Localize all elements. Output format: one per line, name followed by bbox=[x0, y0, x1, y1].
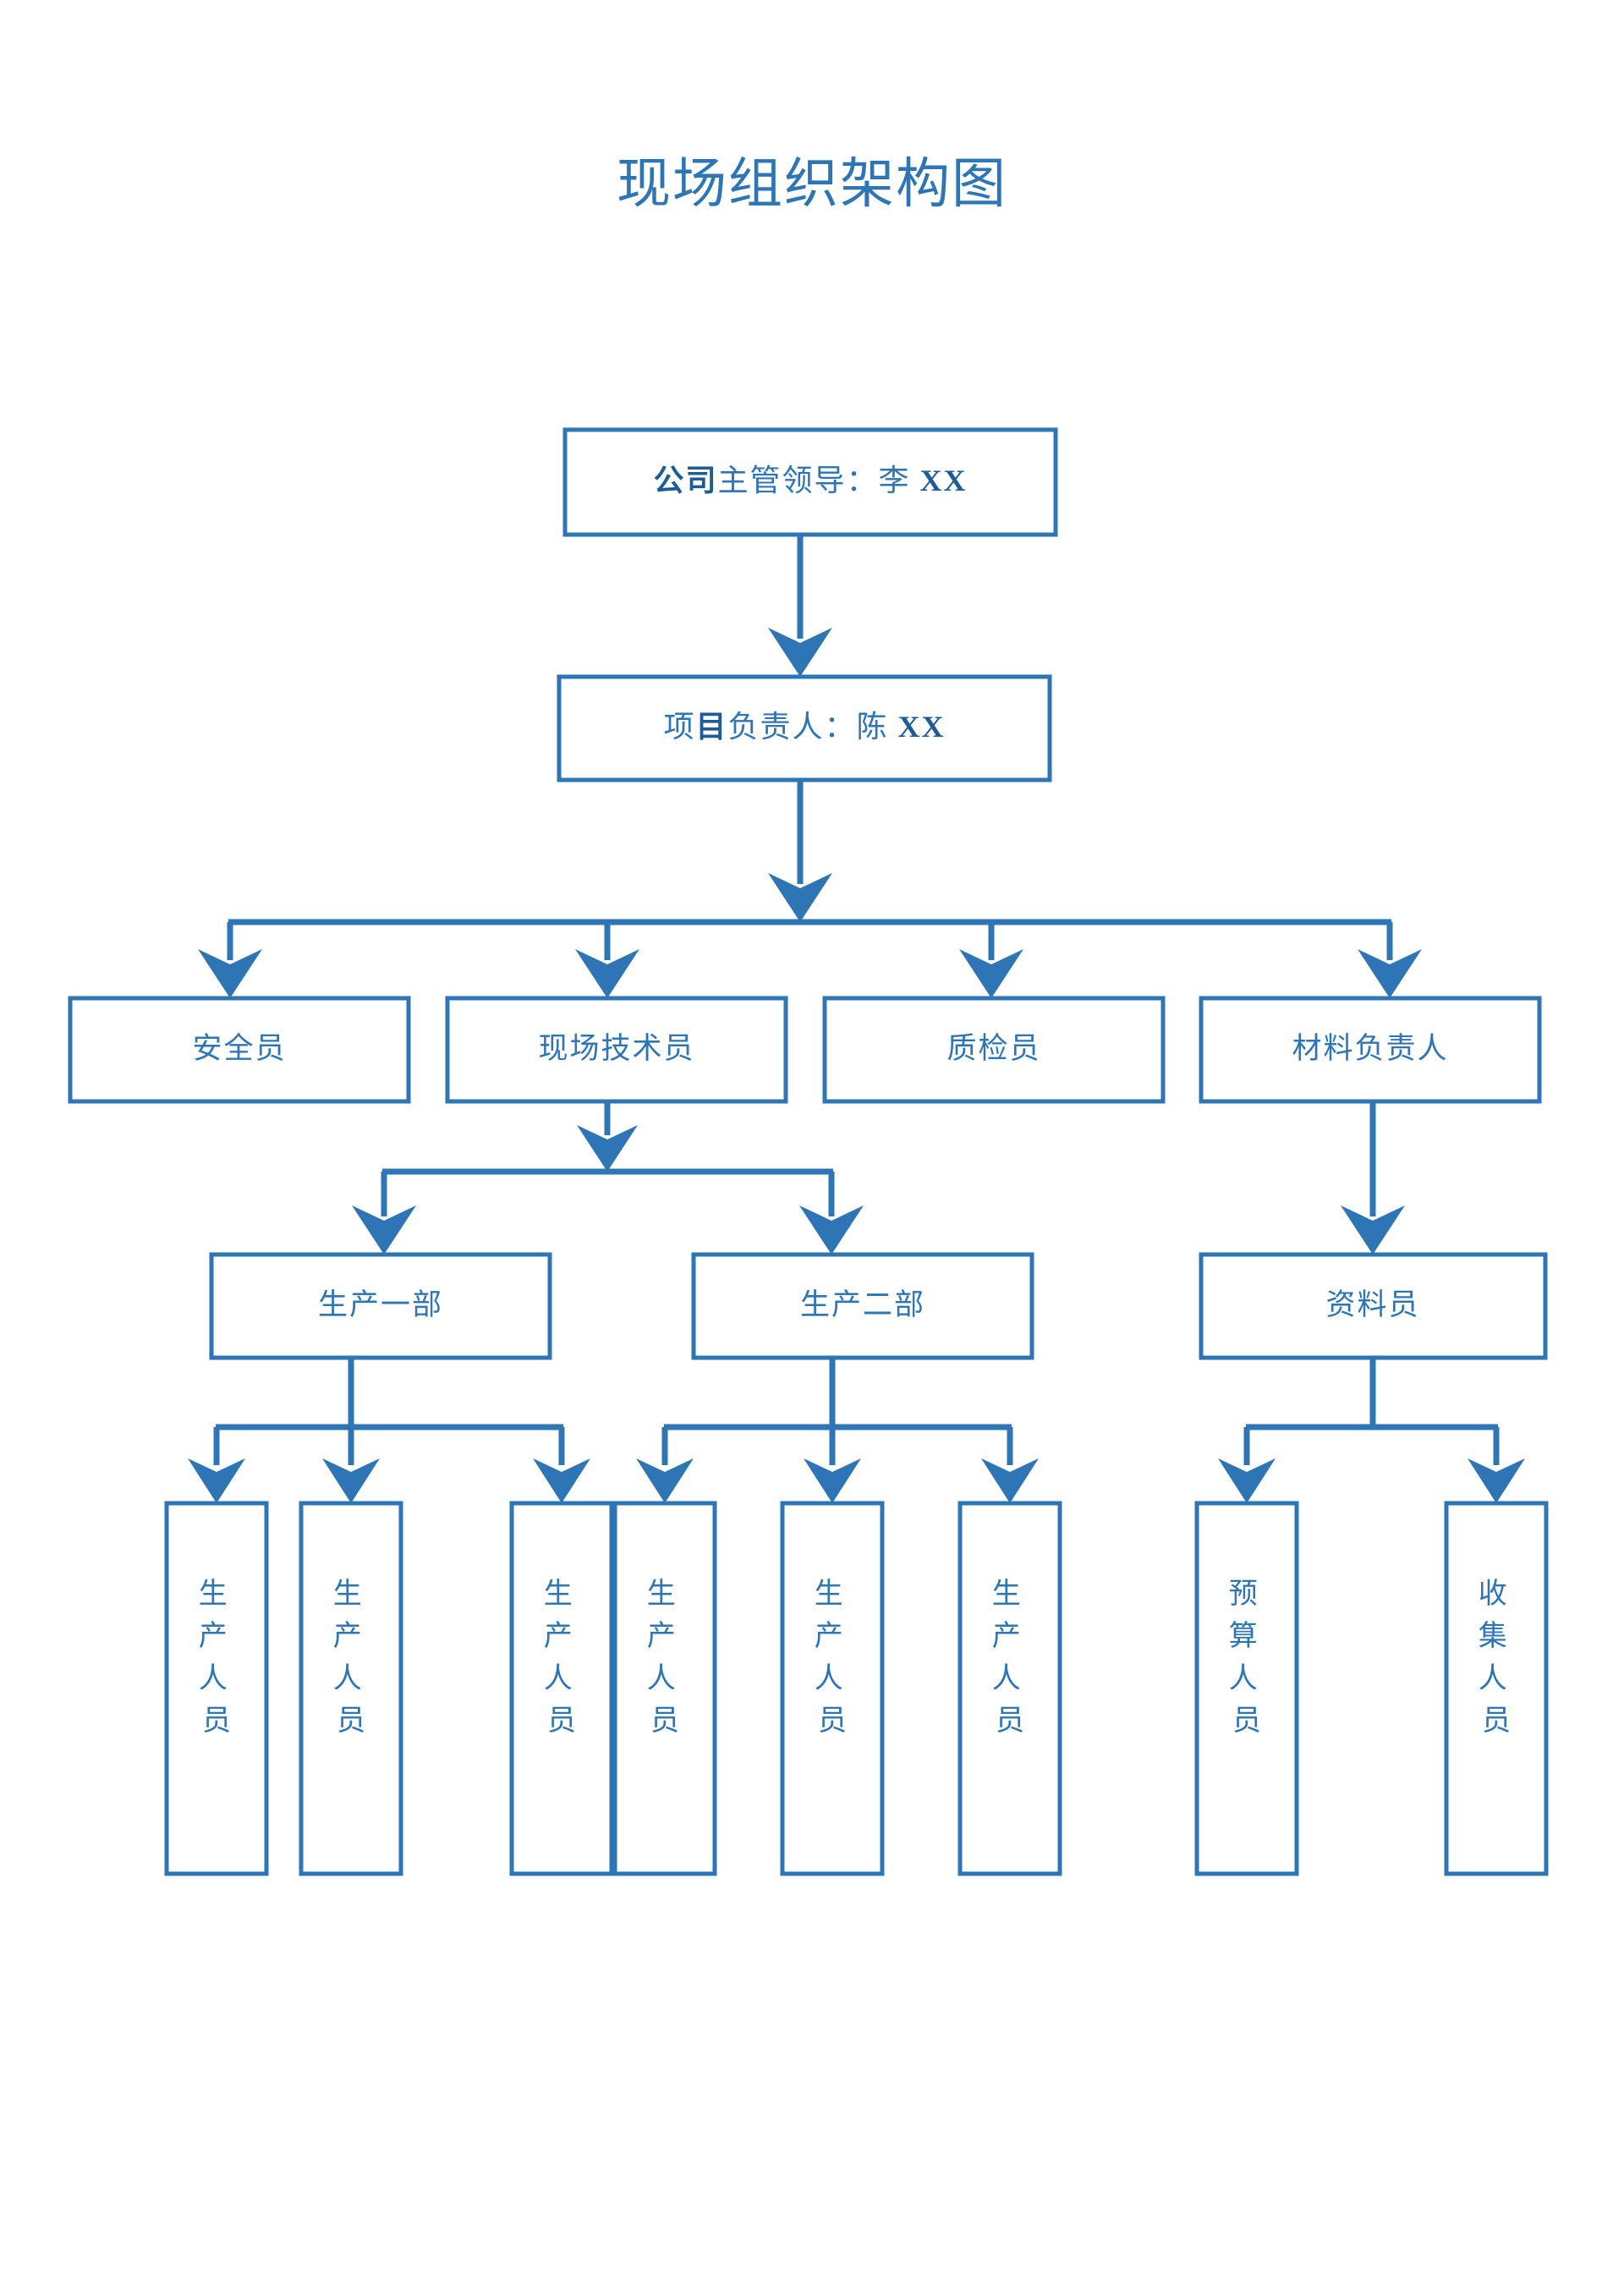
node-label: 现场技术员 bbox=[538, 1032, 694, 1065]
vertical-char: 算 bbox=[1229, 1620, 1258, 1652]
vertical-char: 收 bbox=[1479, 1578, 1507, 1610]
vertical-char: 人 bbox=[333, 1663, 362, 1694]
node-label-vertical: 收 集 人 员 bbox=[1479, 1578, 1515, 1737]
node-label-part: 主管领导：李 bbox=[718, 464, 920, 497]
node-site-technician[interactable]: 现场技术员 bbox=[445, 996, 788, 1104]
node-production-staff-3[interactable]: 生 产 人 员 bbox=[509, 1501, 614, 1876]
vertical-char: 生 bbox=[815, 1578, 843, 1610]
connector-n1-n2 bbox=[768, 535, 832, 677]
node-document-clerk[interactable]: 资料员 bbox=[1199, 1252, 1548, 1360]
node-safety-officer[interactable]: 安全员 bbox=[68, 996, 411, 1104]
node-company-leader[interactable]: 公司主管领导：李 XX bbox=[562, 427, 1058, 537]
vertical-char: 生 bbox=[992, 1578, 1021, 1610]
node-label: 生产一部 bbox=[318, 1288, 443, 1321]
vertical-char: 员 bbox=[1482, 1705, 1511, 1737]
node-label-part: XX bbox=[898, 710, 946, 744]
vertical-char: 预 bbox=[1229, 1578, 1258, 1610]
vertical-char: 产 bbox=[647, 1620, 676, 1652]
node-label-vertical: 生 产 人 员 bbox=[992, 1578, 1029, 1737]
svg-text:项目负责人：陈 XX: 项目负责人：陈 XX bbox=[663, 710, 945, 744]
vertical-char: 员 bbox=[547, 1705, 576, 1737]
node-label: 材料负责人 bbox=[1292, 1032, 1448, 1065]
vertical-char: 生 bbox=[544, 1578, 573, 1610]
connector-n8-leaves bbox=[636, 1358, 1039, 1503]
node-label-vertical: 生 产 人 员 bbox=[544, 1578, 580, 1737]
node-budget-staff[interactable]: 预 算 人 员 bbox=[1194, 1501, 1299, 1876]
vertical-char: 生 bbox=[647, 1578, 676, 1610]
vertical-char: 生 bbox=[333, 1578, 362, 1610]
vertical-char: 员 bbox=[202, 1705, 231, 1737]
vertical-char: 员 bbox=[818, 1705, 847, 1737]
vertical-char: 员 bbox=[337, 1705, 365, 1737]
node-label: 资料员 bbox=[1325, 1288, 1419, 1321]
vertical-char: 人 bbox=[1229, 1663, 1258, 1694]
vertical-char: 人 bbox=[1479, 1663, 1507, 1694]
node-label-part: 项 bbox=[663, 710, 695, 744]
vertical-char: 产 bbox=[992, 1620, 1021, 1652]
node-label-part: XX bbox=[920, 464, 968, 497]
node-label-vertical: 生 产 人 员 bbox=[815, 1578, 851, 1737]
node-production-dept-1[interactable]: 生产一部 bbox=[209, 1252, 552, 1360]
node-project-manager[interactable]: 项目负责人：陈 XX bbox=[557, 674, 1052, 782]
vertical-char: 员 bbox=[996, 1705, 1024, 1737]
node-production-staff-5[interactable]: 生 产 人 员 bbox=[780, 1501, 885, 1876]
vertical-char: 产 bbox=[199, 1620, 228, 1652]
node-label-part: 负责人：陈 bbox=[728, 710, 898, 744]
vertical-char: 员 bbox=[650, 1705, 679, 1737]
node-production-staff-1[interactable]: 生 产 人 员 bbox=[164, 1501, 269, 1876]
connector-n2-level3 bbox=[198, 780, 1422, 998]
node-material-manager[interactable]: 材料负责人 bbox=[1199, 996, 1542, 1104]
node-quality-inspector[interactable]: 质检员 bbox=[822, 996, 1166, 1104]
node-label-part: 公司 bbox=[653, 464, 717, 497]
node-label: 安全员 bbox=[192, 1032, 286, 1065]
node-label: 质检员 bbox=[946, 1032, 1040, 1065]
vertical-char: 人 bbox=[199, 1663, 228, 1694]
node-production-staff-2[interactable]: 生 产 人 员 bbox=[299, 1501, 403, 1876]
node-production-staff-4[interactable]: 生 产 人 员 bbox=[612, 1501, 717, 1876]
vertical-char: 产 bbox=[544, 1620, 573, 1652]
connector-n4-level4 bbox=[352, 1101, 864, 1255]
connector-n6-n9 bbox=[1341, 1101, 1405, 1255]
vertical-char: 产 bbox=[815, 1620, 843, 1652]
node-production-dept-2[interactable]: 生产二部 bbox=[691, 1252, 1034, 1360]
connector-n9-leaves bbox=[1218, 1358, 1525, 1503]
vertical-char: 生 bbox=[199, 1578, 228, 1610]
vertical-char: 人 bbox=[815, 1663, 843, 1694]
node-label: 生产二部 bbox=[800, 1288, 925, 1321]
vertical-char: 人 bbox=[992, 1663, 1021, 1694]
node-production-staff-6[interactable]: 生 产 人 员 bbox=[957, 1501, 1062, 1876]
vertical-char: 集 bbox=[1479, 1620, 1507, 1652]
vertical-char: 人 bbox=[544, 1663, 573, 1694]
node-label-vertical: 生 产 人 员 bbox=[333, 1578, 370, 1737]
page-title: 现场组织架构图 bbox=[617, 154, 1007, 214]
node-label-part: 目 bbox=[695, 710, 727, 744]
vertical-char: 产 bbox=[333, 1620, 362, 1652]
vertical-char: 人 bbox=[647, 1663, 676, 1694]
node-label-vertical: 预 算 人 员 bbox=[1229, 1578, 1265, 1737]
vertical-char: 员 bbox=[1232, 1705, 1261, 1737]
svg-text:公司主管领导：李 XX: 公司主管领导：李 XX bbox=[653, 464, 967, 497]
node-label-vertical: 生 产 人 员 bbox=[199, 1578, 235, 1737]
connectors-group bbox=[188, 535, 1525, 1503]
node-collection-staff[interactable]: 收 集 人 员 bbox=[1444, 1501, 1549, 1876]
node-label-vertical: 生 产 人 员 bbox=[647, 1578, 683, 1737]
connector-n7-leaves bbox=[188, 1358, 590, 1503]
